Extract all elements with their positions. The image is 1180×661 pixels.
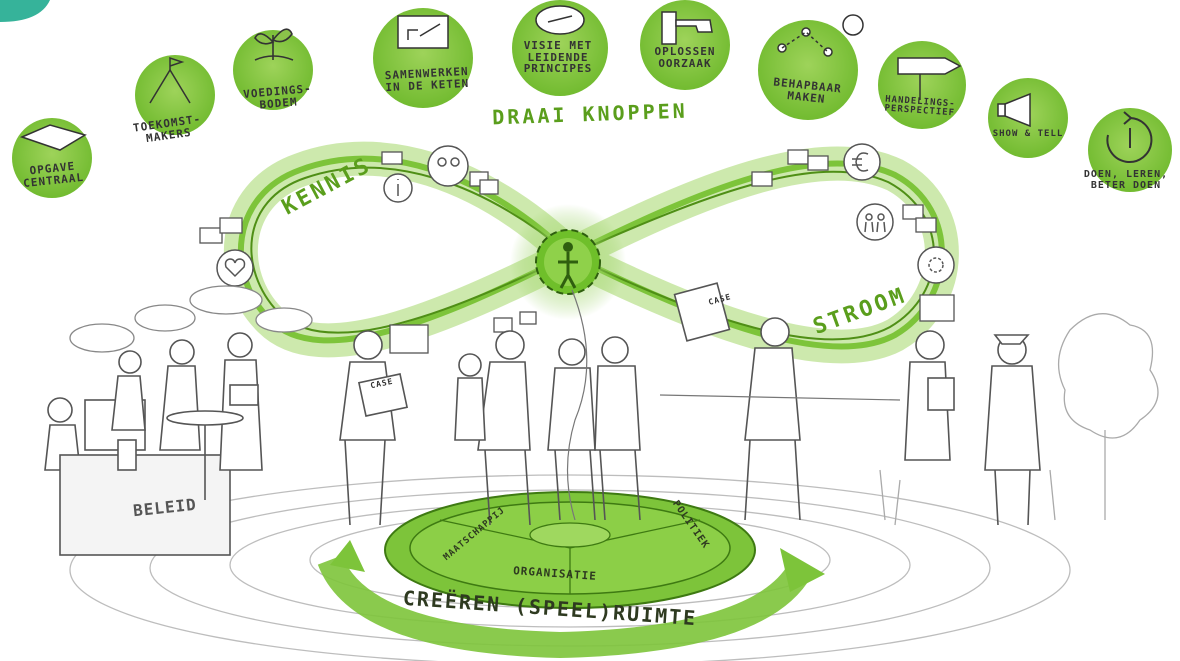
info-icon — [383, 173, 413, 203]
signpost-icon — [897, 57, 962, 100]
step-5-line-3: PRINCIPES — [523, 62, 593, 76]
step-label-6: OPLOSSEN OORZAAK — [630, 46, 740, 69]
step-label-5: VISIE MET LEIDENDE PRINCIPES — [508, 40, 608, 75]
desk — [59, 454, 231, 556]
people-group — [44, 282, 1041, 556]
step-circle-3[interactable] — [233, 30, 313, 110]
step-9-line-1: SHOW & TELL — [992, 129, 1064, 139]
euro-icon — [843, 143, 881, 181]
megaphone-icon — [997, 92, 1031, 128]
mountain-flag-icon — [149, 56, 191, 104]
sprout-icon — [254, 28, 294, 61]
chain-board-icon — [397, 15, 449, 49]
step-label-9: SHOW & TELL — [978, 129, 1078, 139]
step-circles — [12, 0, 1172, 198]
step-5-line-2: LEIDENDE — [527, 50, 589, 64]
tap-icon — [661, 11, 713, 45]
cycle-icon — [1106, 111, 1153, 163]
step-6-line-2: OORZAAK — [658, 56, 712, 70]
speech-bubbles — [69, 285, 313, 353]
settings-icon — [917, 246, 955, 284]
cords — [566, 289, 901, 521]
step-label-10: DOEN, LEREN, BETER DOEN — [1072, 169, 1180, 191]
step-circle-5[interactable] — [512, 0, 608, 96]
gear-person-icon — [535, 229, 601, 295]
platform-wheel — [384, 491, 756, 609]
step-circle-2[interactable] — [135, 55, 215, 135]
step-circle-10[interactable] — [1088, 108, 1172, 192]
compass-icon — [535, 5, 585, 35]
arrow-ring — [317, 540, 825, 659]
step-5-line-1: VISIE MET — [523, 39, 593, 52]
heart-icon — [216, 249, 254, 287]
corner-blob — [0, 0, 50, 22]
floating-cards — [199, 149, 955, 354]
step-6-line-1: OPLOSSEN — [654, 45, 716, 58]
map-icon — [19, 124, 87, 151]
step-10-line-1: DOEN, LEREN, — [1083, 169, 1169, 180]
discussion-icon — [427, 145, 469, 187]
route-icon — [777, 14, 864, 57]
step-10-line-2: BETER DOEN — [1090, 179, 1162, 191]
people-icon — [856, 203, 894, 241]
trees — [879, 312, 1159, 526]
